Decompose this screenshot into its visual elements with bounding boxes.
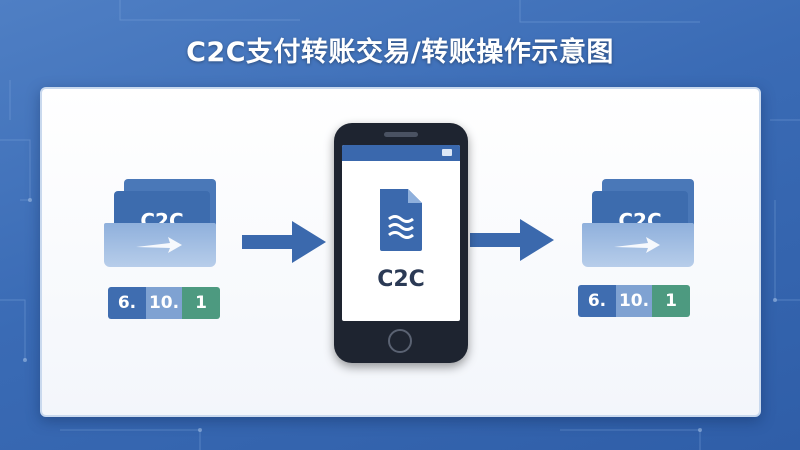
battery-icon [442, 149, 452, 156]
document-icon [380, 189, 422, 251]
screen-status-bar [342, 145, 460, 161]
smartphone: C2C [334, 123, 468, 363]
amount-chip: 1 [182, 287, 220, 319]
phone-speaker [384, 132, 418, 137]
amount-chip: 10. [146, 287, 182, 319]
arrow-right-icon [470, 219, 554, 261]
arrow-right-icon [136, 237, 182, 253]
amount-chip: 1 [652, 285, 690, 317]
page-title: C2C支付转账交易/转账操作示意图 [186, 37, 614, 68]
sender-card-stack: C2C [104, 171, 224, 281]
amount-chip: 10. [616, 285, 652, 317]
phone-screen: C2C [342, 145, 460, 321]
amount-chip: 6. [108, 287, 146, 319]
screen-label: C2C [377, 267, 425, 292]
home-button[interactable] [388, 329, 412, 353]
arrow-right-icon [614, 237, 660, 253]
amount-chip: 6. [578, 285, 616, 317]
sender-amount-chips: 6. 10. 1 [108, 287, 220, 319]
receiver-amount-chips: 6. 10. 1 [578, 285, 690, 317]
receiver-card-stack: C2C [582, 171, 702, 281]
arrow-right-icon [242, 221, 326, 263]
